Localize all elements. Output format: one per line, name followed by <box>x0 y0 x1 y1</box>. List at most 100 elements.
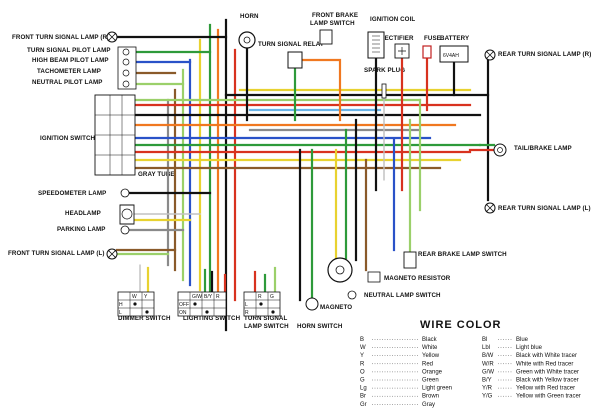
legend-code: W/R <box>482 361 494 367</box>
legend-name: Green with White tracer <box>516 369 579 375</box>
wire-harness <box>115 18 496 332</box>
label-ignition-switch: IGNITION SWITCH <box>40 135 96 142</box>
label-fuse: FUSE <box>424 35 441 42</box>
legend-name: Light green <box>422 386 452 392</box>
neutral-lamp-switch <box>347 290 357 300</box>
label-tacho: TACHOMETER LAMP <box>37 68 101 75</box>
legend-code: O <box>360 369 365 375</box>
legend-name: Yellow with Green tracer <box>516 394 581 400</box>
legend-code: B/Y <box>482 378 492 384</box>
legend-code: G <box>360 378 365 384</box>
legend-name: Gray <box>422 402 435 408</box>
lighting-switch-table-row-label: ON <box>179 310 187 316</box>
front-turn-lamp-r <box>106 31 118 43</box>
ignition-switch-block <box>94 94 136 176</box>
label-front-brake-line2: LAMP SWITCH <box>310 20 355 27</box>
legend-name: Brown <box>422 394 439 400</box>
label-front-turn-l: FRONT TURN SIGNAL LAMP (L) <box>8 250 105 257</box>
rectifier <box>394 43 410 59</box>
legend-name: Green <box>422 378 439 384</box>
dimmer-switch-table-contact <box>145 310 149 314</box>
dimmer-switch-table-col-label: Y <box>144 294 148 300</box>
legend-name: Black <box>422 337 438 343</box>
label-dimmer-switch: DIMMER SWITCH <box>118 315 171 322</box>
legend-code: Lbl <box>482 345 490 351</box>
label-horn: HORN <box>240 13 259 20</box>
label-turn-switch-line1: TURN SIGNAL <box>244 315 287 322</box>
label-tail-brake: TAIL/BRAKE LAMP <box>514 145 572 152</box>
front-brake-lamp-switch <box>319 29 333 45</box>
legend-title: WIRE COLOR <box>420 319 502 331</box>
lighting-switch-table-col-label: B/Y <box>204 294 213 300</box>
label-gray-tube: GRAY TUBE <box>138 171 175 178</box>
ignition-coil <box>367 31 385 59</box>
legend-code: Bl <box>482 337 487 343</box>
label-magneto: MAGNETO <box>320 304 352 311</box>
turn-switch-table-row-label: L <box>245 302 248 308</box>
legend-name: Blue <box>516 337 529 343</box>
tail-brake-lamp <box>493 143 507 157</box>
label-speedometer: SPEEDOMETER LAMP <box>38 190 106 197</box>
label-battery: BATTERY <box>440 35 470 42</box>
turn-switch-table-contact <box>259 302 263 306</box>
legend-code: W <box>360 345 366 351</box>
label-turn-pilot: TURN SIGNAL PILOT LAMP <box>27 47 111 54</box>
label-rear-turn-l: REAR TURN SIGNAL LAMP (L) <box>498 205 591 212</box>
fuse <box>422 45 432 59</box>
battery-spec: 6V4AH <box>443 53 459 59</box>
label-front-brake-line1: FRONT BRAKE <box>312 12 358 19</box>
lighting-switch-table-contact <box>193 302 197 306</box>
turn-switch-table-col-label: R <box>258 294 262 300</box>
legend-code: Y <box>360 353 364 359</box>
legend-name: White <box>422 345 438 351</box>
label-high-beam: HIGH BEAM PILOT LAMP <box>32 57 109 64</box>
rear-brake-switch <box>403 251 417 269</box>
legend-name: Black with Yellow tracer <box>516 378 579 384</box>
lighting-switch-table-col-label: R <box>216 294 220 300</box>
dimmer-switch-table-row-label: L <box>119 310 122 316</box>
legend-code: R <box>360 361 365 367</box>
legend-name: Red <box>422 361 433 367</box>
label-front-turn-r: FRONT TURN SIGNAL LAMP (R) <box>12 34 109 41</box>
magneto-resistor <box>367 271 381 283</box>
pilot-lamp-group <box>117 46 137 90</box>
label-parking: PARKING LAMP <box>57 226 106 233</box>
legend-code: Lg <box>360 386 367 392</box>
legend-name: White with Red tracer <box>516 361 573 367</box>
battery: 6V4AH <box>439 45 469 63</box>
dimmer-switch-table-contact <box>133 302 137 306</box>
label-neutral: NEUTRAL PILOT LAMP <box>32 79 102 86</box>
label-lighting-switch: LIGHTING SWITCH <box>183 315 241 322</box>
legend-code: B <box>360 337 364 343</box>
lighting-switch-table-row-label: OFF <box>179 302 189 308</box>
turn-switch-table-contact <box>271 310 275 314</box>
legend-code: B/W <box>482 353 494 359</box>
parking-lamp <box>120 225 130 235</box>
legend-code: G/W <box>482 369 494 375</box>
dimmer-switch-table-row-label: H <box>119 302 123 308</box>
rear-turn-lamp-l <box>484 202 496 214</box>
label-neutral-switch: NEUTRAL LAMP SWITCH <box>364 292 441 299</box>
legend-code: Y/R <box>482 386 493 392</box>
legend-code: Br <box>360 394 366 400</box>
label-rectifier: RECTIFIER <box>380 35 414 42</box>
front-turn-lamp-l <box>106 248 118 260</box>
label-headlamp: HEADLAMP <box>65 210 101 217</box>
headlamp <box>119 204 135 225</box>
speedometer-lamp <box>120 188 130 198</box>
label-turn-relay: TURN SIGNAL RELAY <box>258 41 325 48</box>
turn-switch-table-row-label: R <box>245 310 249 316</box>
turn-signal-relay <box>287 51 303 69</box>
legend-code: Gr <box>360 402 367 408</box>
lighting-switch-table-col-label: G/W <box>192 294 202 300</box>
label-rear-turn-r: REAR TURN SIGNAL LAMP (R) <box>498 51 591 58</box>
legend-code: Y/G <box>482 394 493 400</box>
